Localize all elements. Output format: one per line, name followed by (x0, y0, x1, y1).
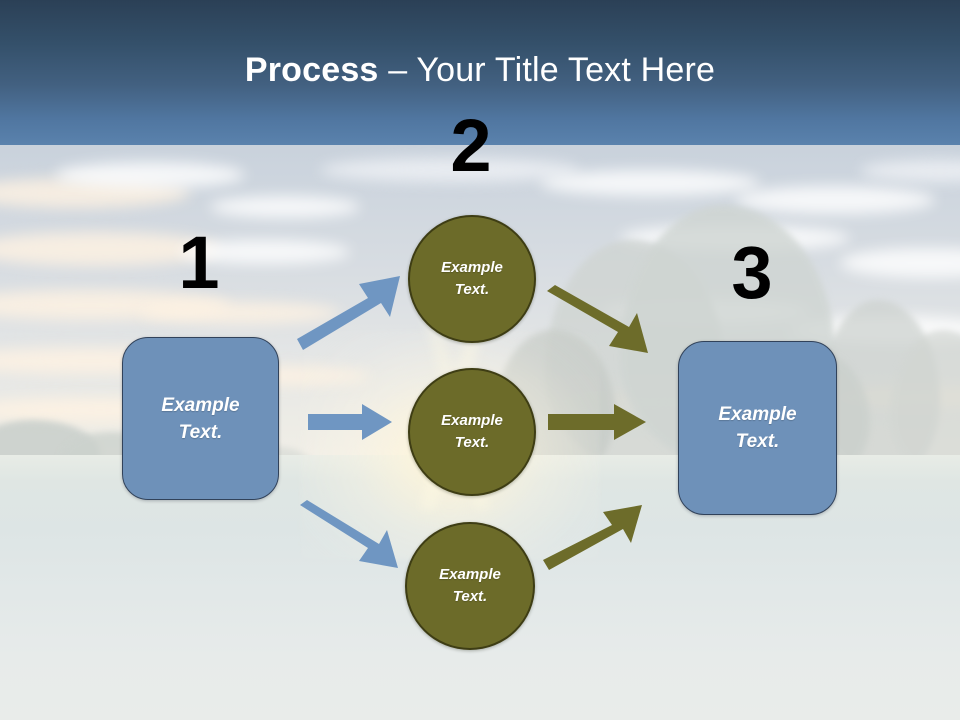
arrow-up-right-icon (297, 276, 400, 350)
arrow-down-right-icon (300, 500, 398, 568)
cloud-streak (320, 158, 580, 182)
process-circle-top[interactable]: Example Text. (408, 215, 536, 343)
text-line-2: Text. (454, 281, 490, 298)
process-box-right[interactable]: Example Text. (678, 341, 837, 515)
arrow-left-to-middle-circle (308, 404, 392, 440)
process-circle-top-text: Example Text. (441, 257, 503, 301)
process-circle-middle-text: Example Text. (441, 410, 503, 454)
arrow-top-circle-to-right (547, 285, 657, 357)
arrow-right-icon (308, 404, 392, 440)
process-circle-middle[interactable]: Example Text. (408, 368, 536, 496)
text-line-1: Example (161, 394, 240, 416)
step-number-1: 1 (178, 221, 220, 304)
text-line-2: Text. (454, 434, 490, 451)
arrow-down-right-icon (547, 285, 648, 353)
cloud-streak (210, 196, 360, 218)
text-line-1: Example (441, 259, 503, 276)
cloud-streak (860, 160, 960, 182)
header-band: Process – Your Title Text Here (0, 0, 960, 145)
cloud-streak (140, 302, 340, 324)
text-line-2: Text. (178, 421, 223, 443)
cloud-streak (735, 186, 935, 214)
process-circle-bottom[interactable]: Example Text. (405, 522, 535, 650)
arrow-middle-circle-to-right (548, 404, 646, 440)
process-box-left[interactable]: Example Text. (122, 337, 279, 500)
page-title: Process – Your Title Text Here (0, 50, 960, 90)
text-line-2: Text. (452, 588, 488, 605)
arrow-left-to-bottom-circle (300, 500, 406, 572)
text-line-1: Example (441, 412, 503, 429)
text-line-2: Text. (735, 431, 780, 452)
cloud-streak (55, 162, 245, 188)
arrow-left-to-top-circle (297, 272, 403, 350)
process-box-right-text: Example Text. (718, 401, 796, 455)
process-box-left-text: Example Text. (161, 392, 239, 446)
process-circle-bottom-text: Example Text. (439, 564, 501, 608)
arrow-right-icon (548, 404, 646, 440)
cloud-streak (180, 240, 350, 264)
step-number-3: 3 (731, 231, 773, 314)
page-title-bold: Process (244, 51, 379, 89)
arrow-bottom-circle-to-right (543, 502, 647, 570)
text-line-1: Example (718, 404, 797, 425)
cloud-streak (540, 170, 760, 196)
step-number-2: 2 (450, 104, 492, 187)
arrow-up-right-icon (543, 505, 642, 570)
text-line-1: Example (439, 566, 501, 583)
page-title-rest: – Your Title Text Here (378, 51, 716, 89)
